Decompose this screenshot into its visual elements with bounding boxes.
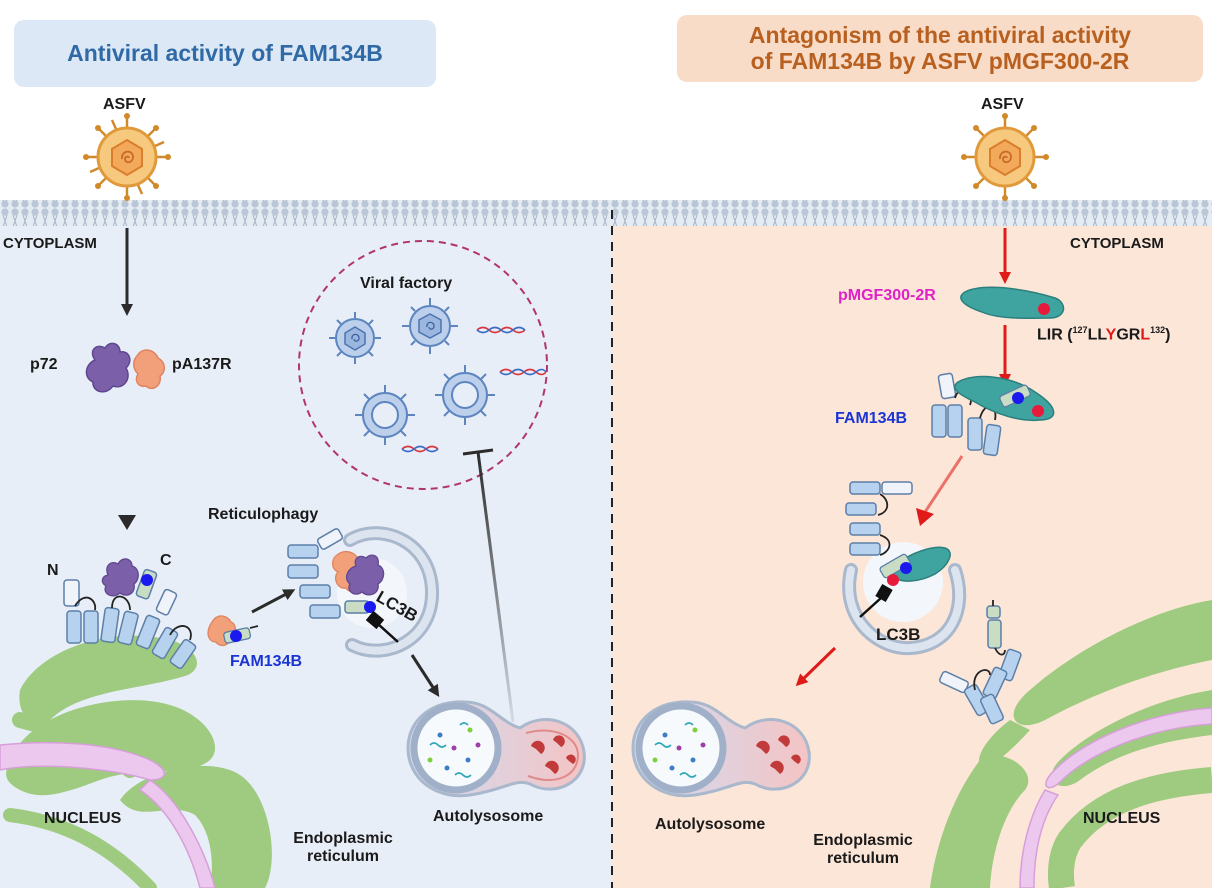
autolysosome-label-left: Autolysosome (433, 808, 544, 825)
pa137r-label: pA137R (172, 356, 232, 373)
nucleus-label-right: NUCLEUS (1083, 810, 1161, 827)
lir-motif-dot (141, 574, 153, 586)
c-terminus-label: C (160, 552, 172, 569)
viral-factory-label: Viral factory (360, 275, 453, 292)
lc3b-label-right: LC3B (876, 625, 921, 644)
nucleus-membrane-left (138, 779, 216, 888)
lir-residue-l: L (1140, 326, 1151, 344)
fam134b-fragment (287, 528, 370, 619)
lir-motif-dot (364, 601, 376, 613)
er-label-right-line1: Endoplasmic (813, 832, 913, 849)
right-title-line1: Antagonism of the antiviral activity (748, 22, 1132, 49)
er-label-left: Endoplasmic reticulum (288, 830, 398, 865)
cytoplasm-label-right: CYTOPLASM (1070, 235, 1164, 252)
inhibition-line (476, 451, 515, 723)
asfv-label-right: ASFV (981, 96, 1024, 113)
lir-motif-dot (1012, 392, 1024, 404)
lir-motif-label: LIR (127LLYGRL132) (1037, 325, 1171, 344)
er-tubule (3, 808, 157, 888)
nucleus-membrane-right (1045, 707, 1212, 789)
lir-motif-red-dot (1038, 303, 1050, 315)
pmgf300-2r-label: pMGF300-2R (838, 287, 936, 304)
asfv-virus-left-icon (83, 113, 171, 201)
viral-factory-boundary (298, 240, 548, 490)
arrow-to-autolysosome-right (795, 646, 837, 687)
autolysosome-left-icon (406, 700, 586, 798)
right-title-line2: of FAM134B by ASFV pMGF300-2R (750, 47, 1130, 74)
nucleus-label-left: NUCLEUS (44, 810, 122, 827)
left-title-text: Antiviral activity of FAM134B (67, 40, 383, 66)
arrow-to-phagophore-line (923, 455, 964, 513)
fam134b-label-left: FAM134B (230, 653, 303, 670)
lir-residues-b: GR (1116, 326, 1141, 344)
right-panel-title: Antagonism of the antiviral activity of … (677, 15, 1203, 82)
p72-protein-icon (85, 342, 131, 393)
asfv-virus-right-icon (961, 113, 1049, 201)
lir-motif-red-dot (1032, 405, 1044, 417)
er-label-left-line2: reticulum (306, 847, 379, 865)
cytoplasm-label-left: CYTOPLASM (3, 235, 97, 252)
p72-bound-icon (101, 558, 139, 597)
arrow-to-reticulophagy (251, 589, 296, 614)
lir-end-position: 132 (1150, 325, 1166, 335)
er-label-right: Endoplasmic reticulum (808, 832, 918, 867)
p72-captured-icon (346, 554, 385, 596)
fam134b-protein-on-er (63, 568, 197, 670)
arrow-to-autolysosome (410, 654, 440, 698)
arrow-proteins-to-fam134b-head (118, 515, 136, 530)
lir-prefix: LIR ( (1037, 326, 1073, 344)
lir-motif-dot (900, 562, 912, 574)
lir-motif-red-dot (887, 574, 899, 586)
lir-motif-dot (230, 630, 242, 642)
lir-suffix: ) (1165, 326, 1171, 344)
left-cytoplasm-panel (0, 200, 612, 888)
plasma-membrane (0, 200, 1212, 226)
viral-dna-icon (401, 326, 547, 453)
reticulophagy-label: Reticulophagy (208, 506, 319, 523)
fam134b-label-right: FAM134B (835, 410, 908, 427)
autolysosome-right-icon (631, 700, 811, 798)
er-label-left-line1: Endoplasmic (293, 830, 393, 847)
pa137r-protein-icon (133, 349, 165, 390)
immature-virion-icon (435, 365, 495, 425)
pmgf300-2r-protein-icon (960, 286, 1065, 319)
asfv-label-left: ASFV (103, 96, 146, 113)
immature-virion-icon (355, 385, 415, 445)
lc3b-icon (875, 583, 893, 603)
p72-label: p72 (30, 356, 58, 373)
lir-residue-y: Y (1105, 326, 1117, 344)
inhibition-bar (462, 448, 494, 456)
autolysosome-label-right: Autolysosome (655, 816, 766, 833)
fam134b-protein-on-er-right (939, 605, 1022, 725)
fam134b-fragment-right (845, 481, 913, 556)
nucleus-membrane-right (1019, 789, 1060, 888)
nucleus-membrane-left (0, 741, 165, 781)
virion-icon (402, 298, 458, 354)
left-panel-title: Antiviral activity of FAM134B (14, 20, 436, 87)
virion-icon (329, 312, 381, 364)
arrow-to-phagophore-head (916, 508, 934, 526)
lir-residues-a: LL (1087, 326, 1106, 344)
n-terminus-label: N (47, 562, 59, 579)
fam134b-complex-right (931, 372, 1002, 457)
er-label-right-line2: reticulum (826, 849, 899, 867)
lir-start-position: 127 (1072, 325, 1088, 335)
